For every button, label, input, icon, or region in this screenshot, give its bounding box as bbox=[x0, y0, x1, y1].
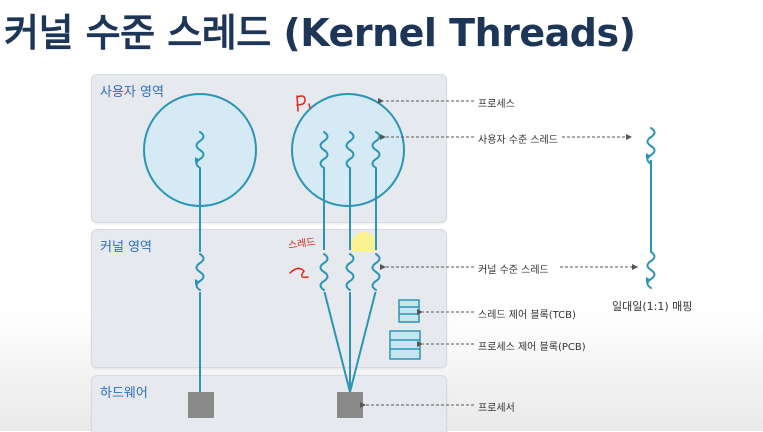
label-pcb: 프로세스 제어 블록(PCB) bbox=[478, 342, 586, 353]
handwritten-annotations bbox=[289, 95, 311, 279]
leader-lines bbox=[360, 98, 638, 408]
highlight-marker bbox=[351, 232, 377, 258]
right-kernel-thread-icons bbox=[314, 252, 386, 292]
label-mapping: 일대일(1:1) 매핑 bbox=[612, 300, 693, 313]
thread-annotation: 스레드 bbox=[287, 236, 316, 252]
page-title: 커널 수준 스레드 (Kernel Threads) bbox=[4, 11, 636, 55]
kernel-space-panel: 커널 영역 bbox=[91, 229, 447, 368]
kernel-space-label: 커널 영역 bbox=[100, 240, 152, 255]
label-kernel-thread: 커널 수준 스레드 bbox=[478, 265, 549, 276]
hardware-label: 하드웨어 bbox=[100, 386, 148, 401]
mapping-figure bbox=[642, 127, 660, 290]
pcb-block-icon bbox=[389, 330, 421, 360]
left-kernel-thread-icon bbox=[190, 252, 210, 292]
label-tcb: 스레드 제어 블록(TCB) bbox=[478, 310, 576, 321]
process-circle-right bbox=[291, 93, 405, 207]
label-processor: 프로세서 bbox=[478, 403, 515, 414]
processor-left-icon bbox=[188, 392, 214, 418]
right-connectors bbox=[323, 168, 377, 393]
label-user-thread: 사용자 수준 스레드 bbox=[478, 135, 558, 146]
user-space-label: 사용자 영역 bbox=[100, 85, 164, 100]
left-user-thread-icon bbox=[195, 131, 205, 169]
hardware-panel: 하드웨어 bbox=[91, 375, 447, 432]
tcb-block-icon bbox=[398, 299, 420, 323]
label-process: 프로세스 bbox=[478, 99, 515, 110]
processor-right-icon bbox=[337, 392, 363, 418]
